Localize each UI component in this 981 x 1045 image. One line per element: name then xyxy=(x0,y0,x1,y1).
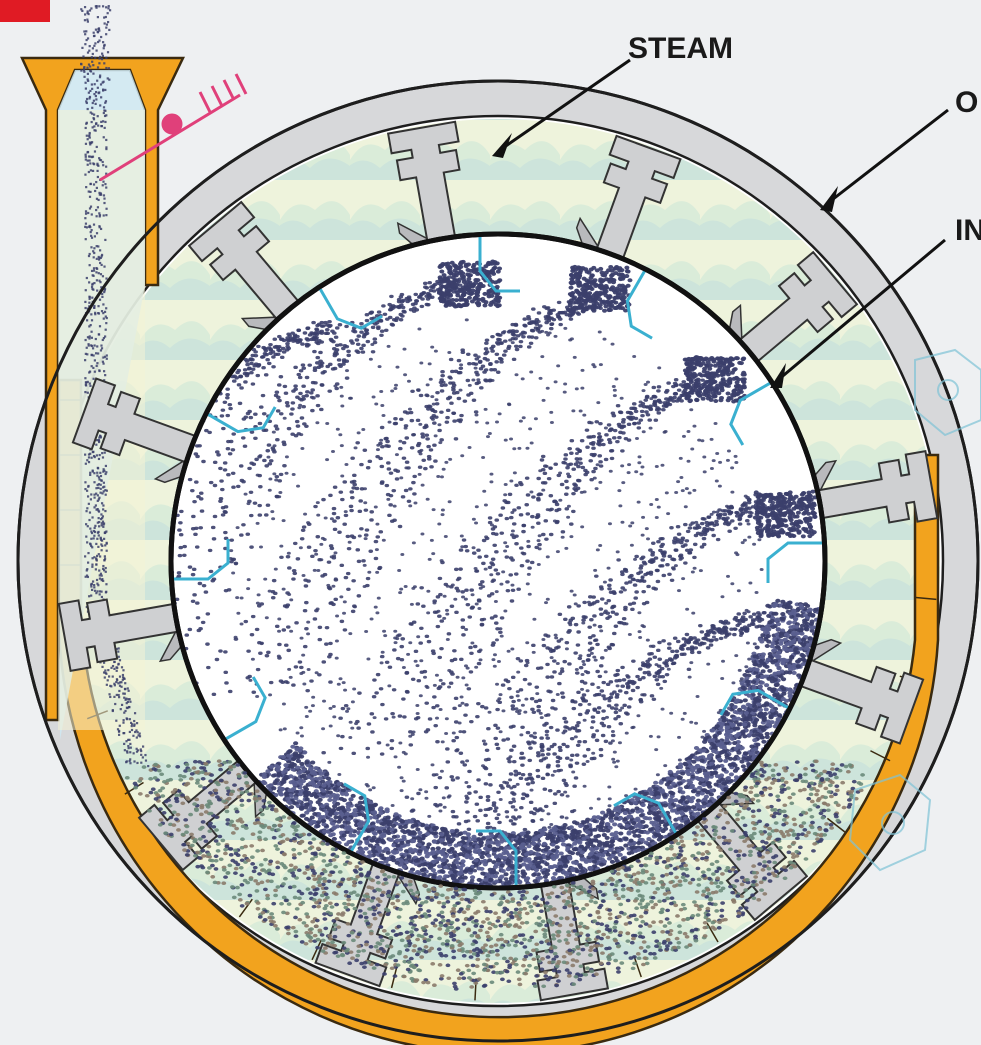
red-square-marker-icon xyxy=(0,0,50,22)
outer-label-partial: O xyxy=(955,86,978,119)
steam-label: STEAM xyxy=(628,32,733,65)
inner-label-partial: IN xyxy=(955,214,981,247)
